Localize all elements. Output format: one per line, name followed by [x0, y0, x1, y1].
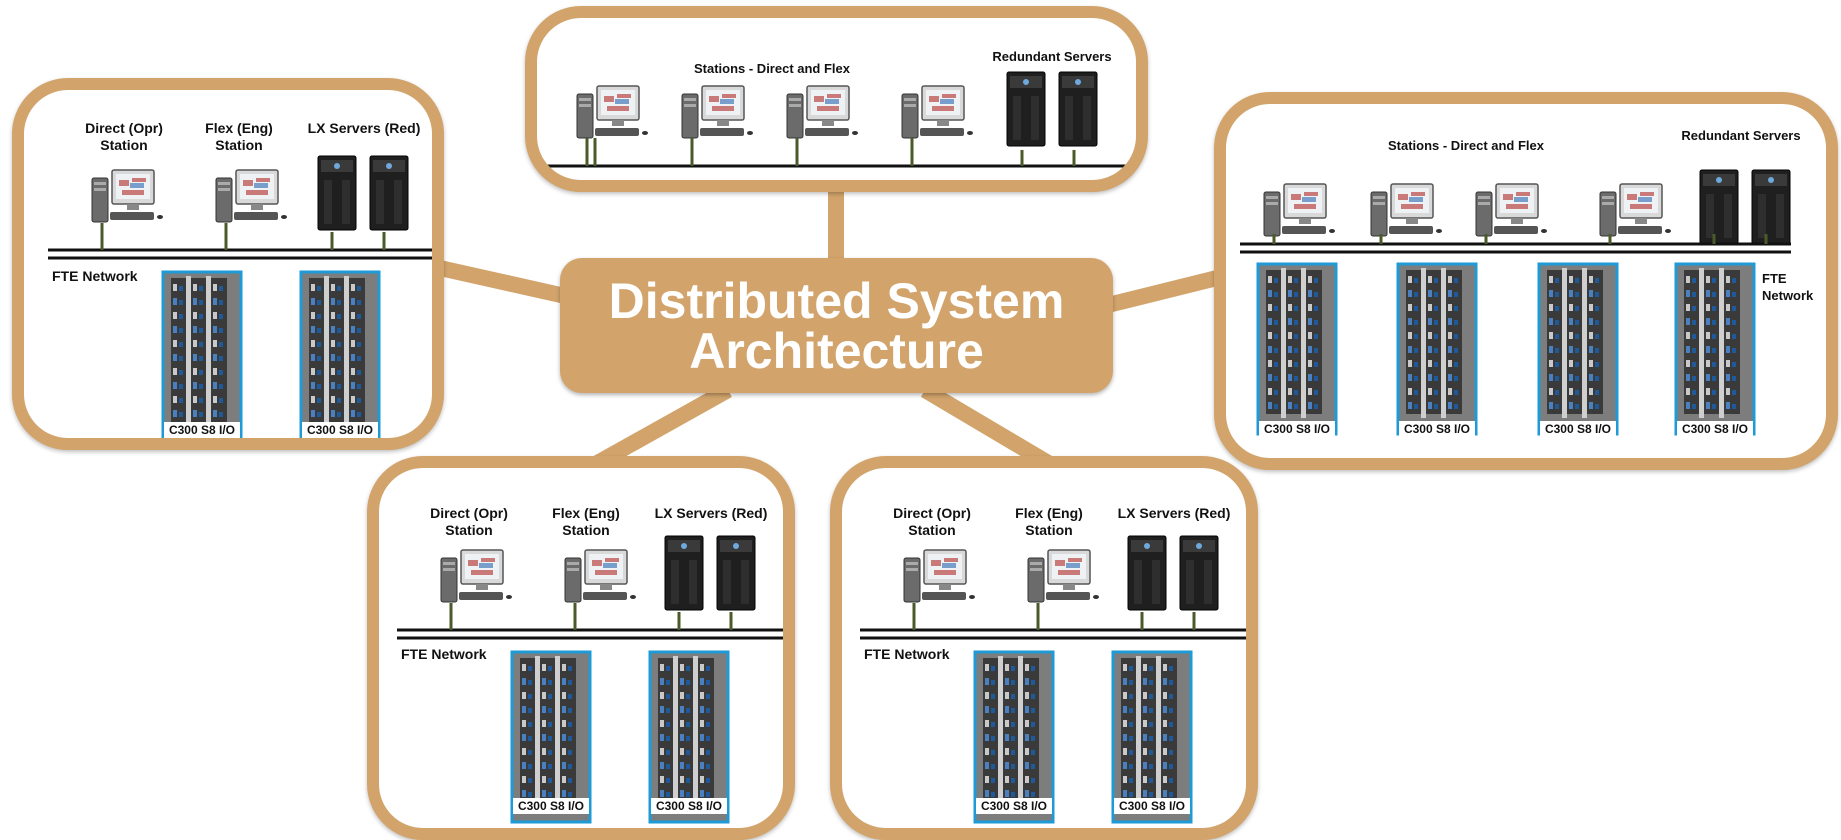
- label-io: C300 S8 I/O: [302, 422, 378, 438]
- panel-left: Direct (Opr) Station Flex (Eng) Station …: [12, 78, 444, 450]
- label-fte: FTE: [1762, 271, 1787, 286]
- label-fte-network: FTE Network: [52, 268, 138, 284]
- server-icon: [1127, 535, 1167, 611]
- label-flex-station: Flex (Eng) Station: [184, 120, 294, 154]
- workstation-icon: [1475, 183, 1547, 237]
- label-stations: Stations - Direct and Flex: [693, 61, 851, 76]
- title-box: Distributed System Architecture: [560, 258, 1113, 393]
- workstation-icon: [1027, 549, 1099, 603]
- panel-bottom-right: Direct (Opr) Station Flex (Eng) Station …: [830, 456, 1258, 840]
- server-icon: [1179, 535, 1219, 611]
- label-network: Network: [1762, 288, 1814, 303]
- server-icon: [369, 155, 409, 231]
- workstation-icon: [903, 549, 975, 603]
- connector-right: [1106, 268, 1227, 313]
- server-icon: [1058, 71, 1098, 147]
- label-direct-line2: Station: [445, 522, 493, 538]
- label-direct-station: Direct (Opr) Station: [872, 505, 992, 539]
- label-flex-line1: Flex (Eng): [205, 120, 273, 136]
- workstation-icon: [91, 169, 163, 223]
- io-rack: [510, 650, 592, 824]
- workstation-icon: [564, 549, 636, 603]
- panel-bottom-left-diagram: [397, 535, 783, 824]
- label-fte-network: FTE Network: [1762, 270, 1826, 304]
- label-lx-servers: LX Servers (Red): [654, 505, 768, 521]
- io-rack: [973, 650, 1055, 824]
- network-bus: [48, 248, 432, 260]
- io-rack: [1111, 650, 1193, 824]
- network-bus: [860, 628, 1246, 640]
- panel-bottom-left: Direct (Opr) Station Flex (Eng) Station …: [367, 456, 795, 840]
- server-icon: [1751, 169, 1791, 245]
- title-line-1: Distributed System: [608, 272, 1065, 329]
- panel-bottom-right-diagram: [860, 535, 1246, 824]
- label-stations: Stations - Direct and Flex: [1387, 138, 1545, 153]
- label-direct-line1: Direct (Opr): [430, 505, 508, 521]
- panel-left-diagram: [48, 155, 432, 438]
- server-icon: [1006, 71, 1046, 147]
- server-icon: [1699, 169, 1739, 245]
- panel-top-diagram: [547, 71, 1127, 168]
- label-io: C300 S8 I/O: [1114, 798, 1190, 814]
- workstation-icon: [440, 549, 512, 603]
- label-lx-servers: LX Servers (Red): [307, 120, 421, 136]
- label-direct-line2: Station: [100, 137, 148, 153]
- io-rack: [648, 650, 730, 824]
- network-bus: [397, 628, 783, 640]
- workstation-icon: [1370, 183, 1442, 237]
- io-rack: [1256, 262, 1338, 436]
- label-redundant-servers: Redundant Servers: [1681, 128, 1801, 143]
- label-flex-line2: Station: [562, 522, 610, 538]
- network-drops: [585, 138, 1076, 166]
- label-redundant-servers: Redundant Servers: [992, 49, 1112, 64]
- label-io: C300 S8 I/O: [1259, 421, 1335, 437]
- label-direct-line1: Direct (Opr): [893, 505, 971, 521]
- workstation-icon: [901, 85, 973, 139]
- workstation-icon: [681, 85, 753, 139]
- label-flex-line1: Flex (Eng): [552, 505, 620, 521]
- workstation-icon: [215, 169, 287, 223]
- label-direct-line2: Station: [908, 522, 956, 538]
- title-line-2: Architecture: [689, 322, 984, 379]
- io-rack: [299, 270, 381, 438]
- label-flex-line1: Flex (Eng): [1015, 505, 1083, 521]
- network-bus: [1240, 242, 1791, 254]
- server-icon: [317, 155, 357, 231]
- label-direct-station: Direct (Opr) Station: [409, 505, 529, 539]
- label-fte-network: FTE Network: [401, 646, 487, 662]
- label-flex-line2: Station: [1025, 522, 1073, 538]
- server-icon: [716, 535, 756, 611]
- workstation-icon: [576, 85, 648, 139]
- label-lx-servers: LX Servers (Red): [1117, 505, 1231, 521]
- workstation-icon: [1263, 183, 1335, 237]
- label-direct-station: Direct (Opr) Station: [64, 120, 184, 154]
- panel-top: Stations - Direct and Flex Redundant Ser…: [525, 6, 1148, 192]
- io-rack: [1396, 262, 1478, 436]
- label-direct-line1: Direct (Opr): [85, 120, 163, 136]
- label-flex-line2: Station: [215, 137, 263, 153]
- workstation-icon: [786, 85, 858, 139]
- label-flex-station: Flex (Eng) Station: [531, 505, 641, 539]
- label-io: C300 S8 I/O: [976, 798, 1052, 814]
- label-io: C300 S8 I/O: [513, 798, 589, 814]
- connector-left: [438, 260, 567, 304]
- label-fte-network: FTE Network: [864, 646, 950, 662]
- panel-right: Stations - Direct and Flex Redundant Ser…: [1214, 92, 1838, 470]
- label-flex-station: Flex (Eng) Station: [994, 505, 1104, 539]
- workstation-icon: [1599, 183, 1671, 237]
- label-io: C300 S8 I/O: [164, 422, 240, 438]
- io-rack: [1537, 262, 1619, 436]
- label-io: C300 S8 I/O: [651, 798, 727, 814]
- label-io: C300 S8 I/O: [1540, 421, 1616, 437]
- label-io: C300 S8 I/O: [1677, 421, 1753, 437]
- io-rack: [161, 270, 243, 438]
- panel-right-diagram: [1240, 169, 1791, 436]
- label-io: C300 S8 I/O: [1399, 421, 1475, 437]
- io-rack: [1674, 262, 1756, 436]
- server-icon: [664, 535, 704, 611]
